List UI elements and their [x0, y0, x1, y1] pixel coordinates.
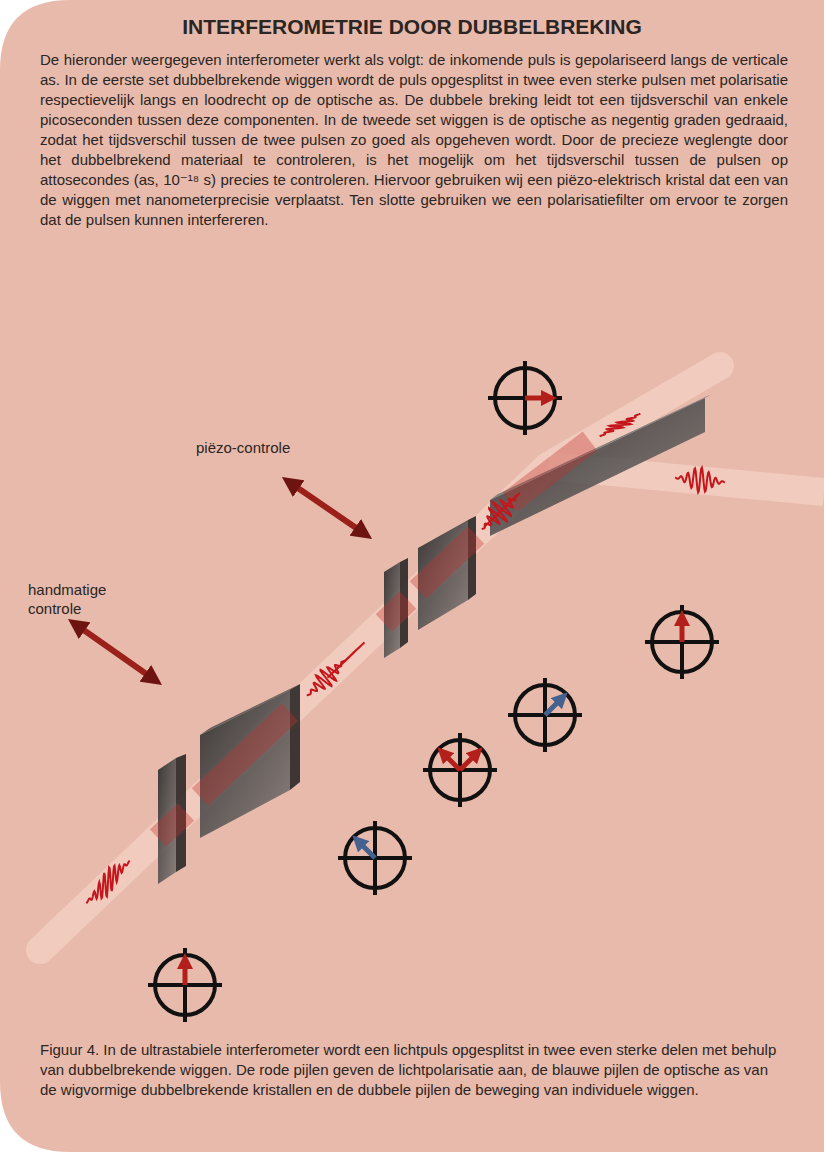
wedge-pair-piezo — [384, 516, 476, 658]
caption: Figuur 4. In de ultrastabiele interferom… — [40, 1040, 788, 1100]
wedge-pair-manual — [158, 684, 300, 884]
beam-in-crystal — [158, 441, 590, 838]
light-pulse — [600, 414, 641, 437]
part-label: handmatige controle — [28, 580, 140, 618]
title: INTERFEROMETRIE DOOR DUBBELBREKING — [20, 14, 804, 40]
light-pulses — [86, 414, 725, 904]
body-text: De hieronder weergegeven interferometer … — [40, 50, 788, 230]
light-beam — [40, 366, 824, 950]
light-pulse — [86, 861, 129, 903]
manual-move-arrow — [78, 626, 152, 678]
piezo-move-arrow — [292, 484, 362, 532]
part-label: piëzo-controle — [196, 438, 336, 457]
light-pulse — [675, 467, 725, 492]
light-pulse — [484, 493, 520, 527]
polarization-dials — [148, 361, 719, 1022]
light-pulse — [327, 642, 364, 677]
